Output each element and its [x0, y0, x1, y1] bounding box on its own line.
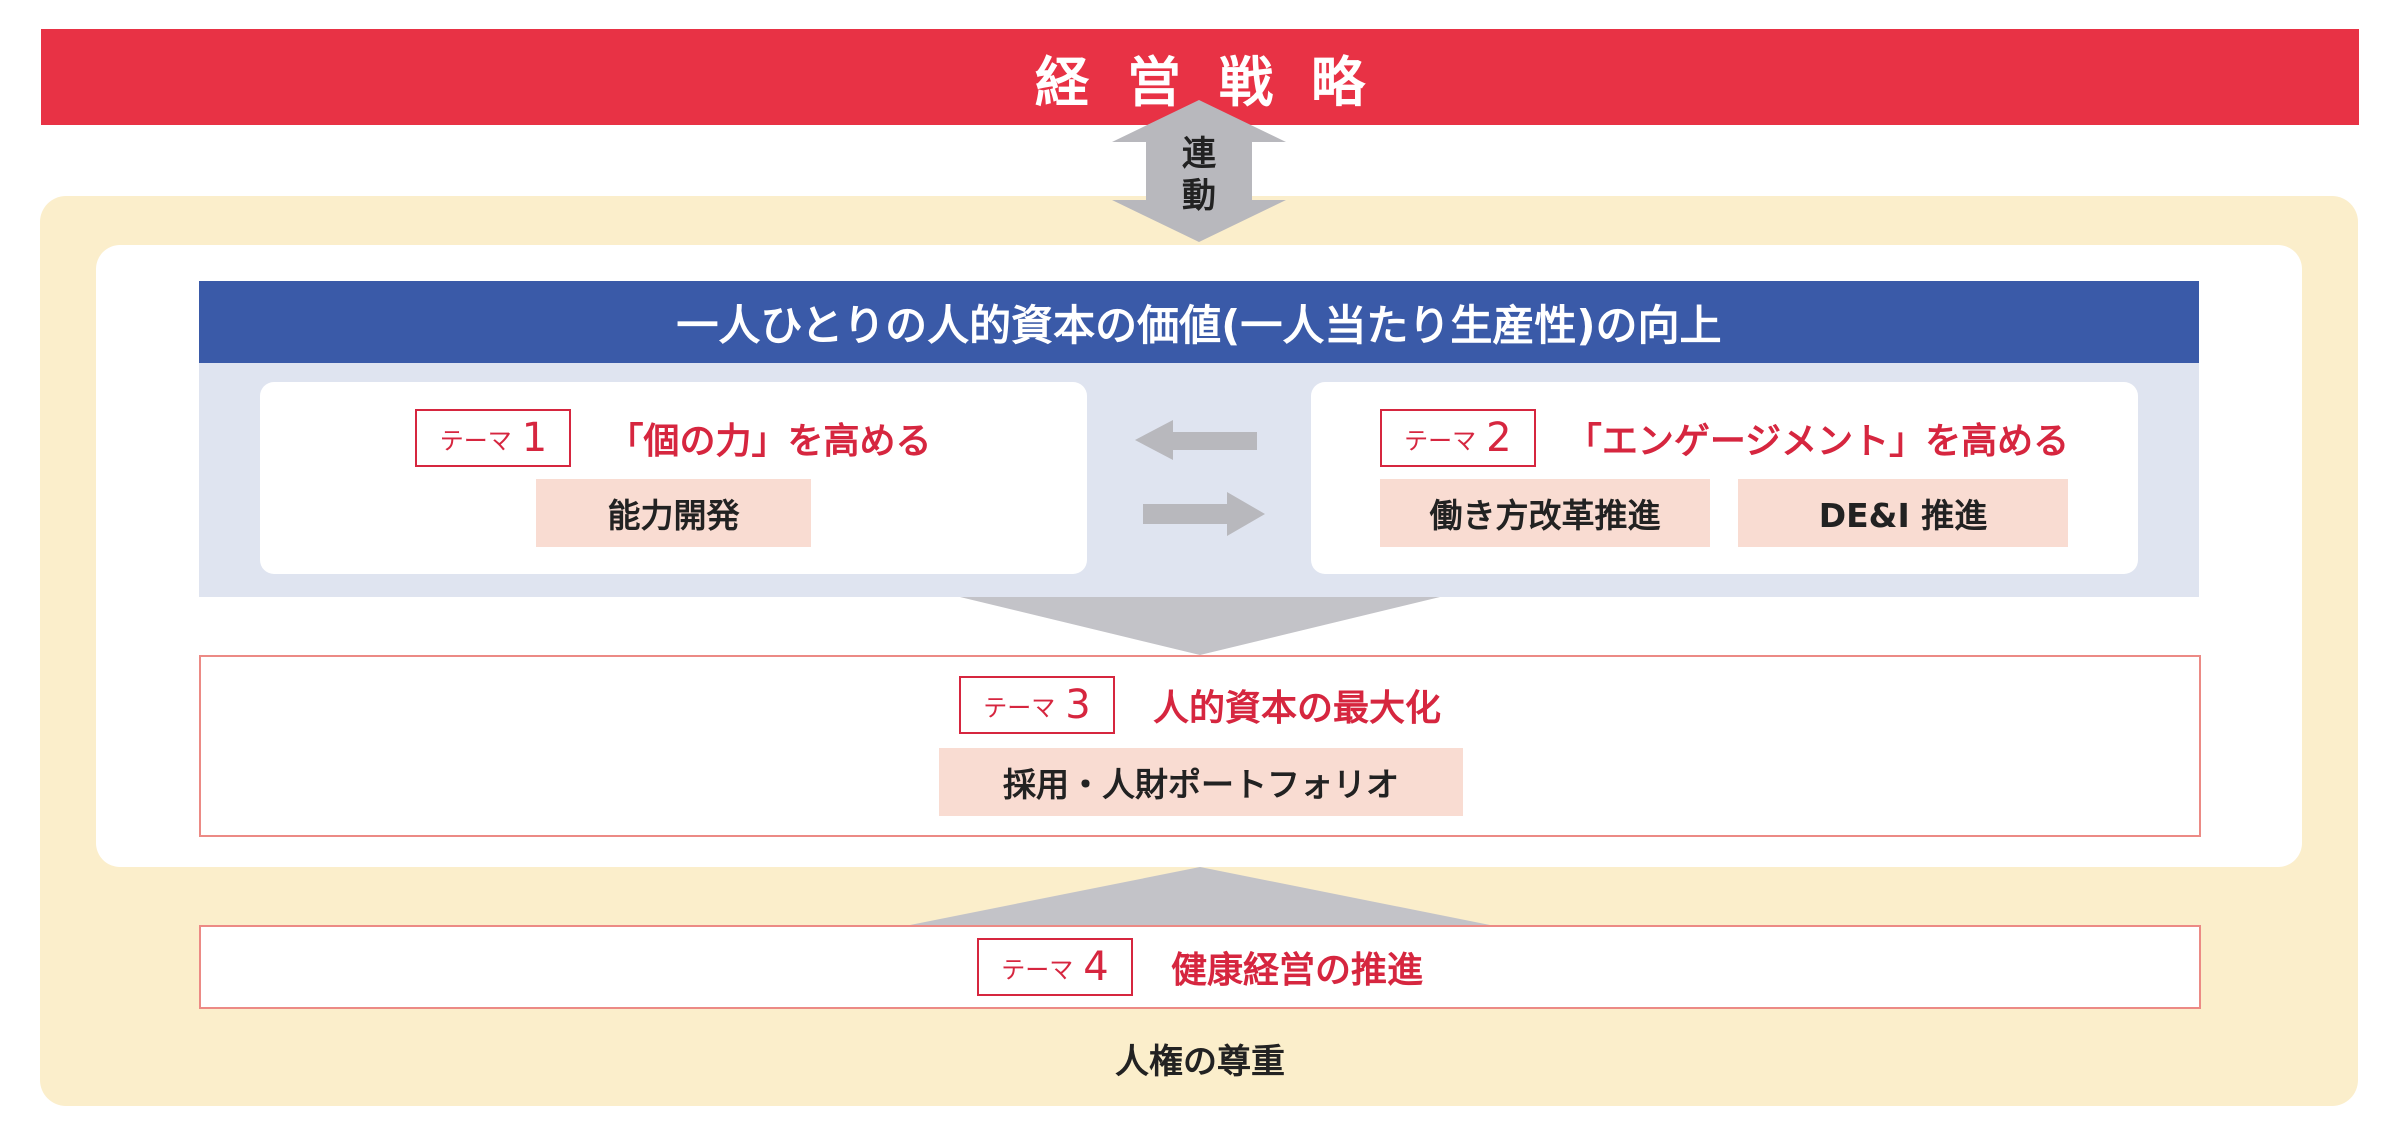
theme-2-title: 「エンゲージメント」を高める: [1565, 421, 2070, 462]
link-char-2: 動: [1182, 176, 1216, 216]
link-double-arrow: [1112, 100, 1286, 242]
theme-3-tag: テーマ 3: [958, 676, 1115, 734]
theme-3-title: 人的資本の最大化: [1152, 688, 1441, 729]
theme-2-card: テーマ 2 「エンゲージメント」を高める 働き方改革推進 DE&I 推進: [1311, 382, 2138, 574]
theme-3-tag-text: テーマ: [983, 693, 1056, 722]
arrow-right: [1143, 492, 1265, 536]
theme-3-heading: テーマ 3 人的資本の最大化: [201, 676, 2199, 734]
theme-1-card: テーマ 1 「個の力」を高める 能力開発: [260, 382, 1087, 574]
theme-2-item-2-label: DE&I 推進: [1818, 496, 1988, 535]
theme-4-box: テーマ 4 健康経営の推進: [199, 925, 2201, 1009]
arrow-left: [1135, 420, 1257, 460]
theme-2-item-1: 働き方改革推進: [1380, 479, 1710, 547]
foundation-label: 人権の尊重: [0, 1028, 2400, 1088]
exchange-arrows: [1135, 420, 1265, 536]
down-wedge-arrow: [960, 597, 1440, 655]
theme-1-tag-number: 1: [521, 415, 548, 461]
link-label: 連 動: [1168, 131, 1230, 219]
theme-3-item-1-label: 採用・人財ポートフォリオ: [1003, 765, 1399, 804]
theme-2-item-2: DE&I 推進: [1738, 479, 2068, 547]
theme-2-tag: テーマ 2: [1379, 409, 1536, 467]
theme-1-title: 「個の力」を高める: [607, 421, 932, 462]
theme-4-heading: テーマ 4 健康経営の推進: [201, 938, 2199, 996]
theme-4-tag-text: テーマ: [1001, 955, 1074, 984]
theme-1-tag-text: テーマ: [439, 426, 512, 455]
value-header-label: 一人ひとりの人的資本の価値(一人当たり生産性)の向上: [676, 300, 1722, 350]
theme-2-heading: テーマ 2 「エンゲージメント」を高める: [1311, 409, 2138, 467]
theme-4-title: 健康経営の推進: [1170, 950, 1423, 991]
up-wedge-arrow: [905, 867, 1495, 926]
theme-3-box: テーマ 3 人的資本の最大化 採用・人財ポートフォリオ: [199, 655, 2201, 837]
theme-1-item-1: 能力開発: [536, 479, 811, 547]
foundation-label-text: 人権の尊重: [1115, 1041, 1285, 1082]
theme-3-item-1: 採用・人財ポートフォリオ: [939, 748, 1463, 816]
theme-1-heading: テーマ 1 「個の力」を高める: [260, 409, 1087, 467]
theme-2-tag-text: テーマ: [1404, 426, 1477, 455]
theme-3-tag-number: 3: [1065, 682, 1091, 728]
theme-2-item-1-label: 働き方改革推進: [1429, 496, 1661, 535]
theme-2-tag-number: 2: [1486, 415, 1512, 461]
theme-1-tag: テーマ 1: [415, 409, 572, 467]
value-header: 一人ひとりの人的資本の価値(一人当たり生産性)の向上: [199, 281, 2199, 363]
link-char-1: 連: [1182, 134, 1216, 174]
theme-1-item-1-label: 能力開発: [607, 496, 740, 535]
theme-4-tag: テーマ 4: [976, 938, 1133, 996]
theme-4-tag-number: 4: [1083, 944, 1109, 990]
